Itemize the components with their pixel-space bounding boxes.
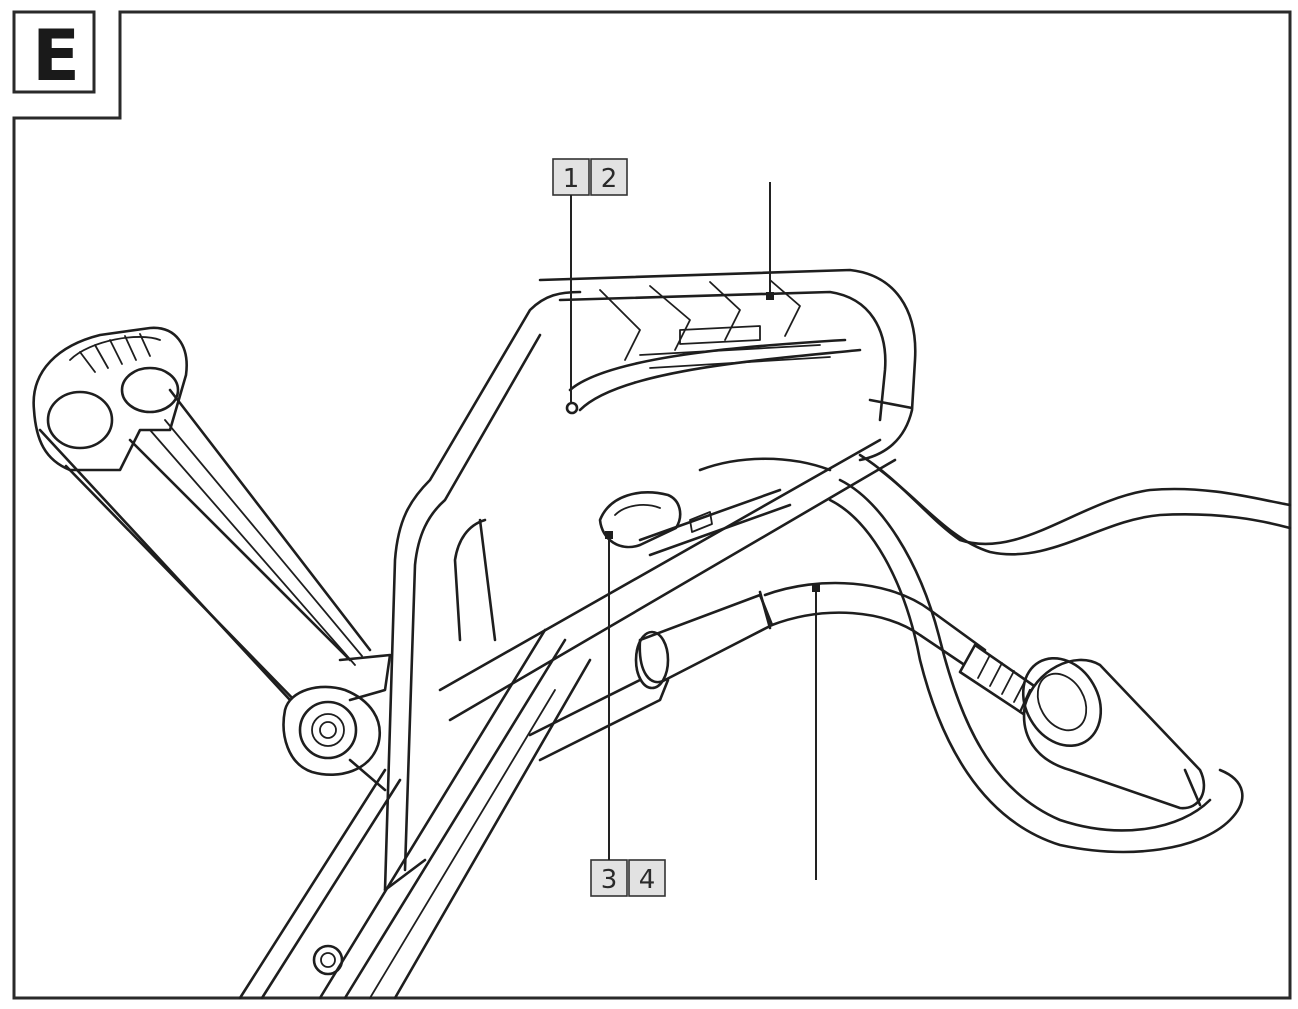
figure-label-box <box>12 10 96 94</box>
callout-label-2: 2 <box>601 164 618 194</box>
callout-label-1: 1 <box>563 164 580 194</box>
power-cable <box>763 453 1292 854</box>
callout-label-4: 4 <box>639 865 656 895</box>
callout-label-3: 3 <box>601 865 618 895</box>
figure-label: E <box>32 15 80 97</box>
leader-dot-grip <box>766 292 774 300</box>
cable-coupler <box>1021 656 1206 810</box>
loop-handle <box>383 268 917 892</box>
callout-3-4: 3 4 <box>590 531 666 897</box>
leader-dot-cable <box>812 584 820 592</box>
cable-strain-relief <box>528 590 774 762</box>
main-shaft <box>238 628 592 1000</box>
clamp-knob <box>282 653 392 792</box>
auxiliary-handle <box>32 326 372 708</box>
switch-lever <box>598 457 832 557</box>
callout-1-2: 1 2 <box>552 158 628 402</box>
diagram-frame <box>12 10 1292 1000</box>
grip-texture <box>565 279 831 415</box>
